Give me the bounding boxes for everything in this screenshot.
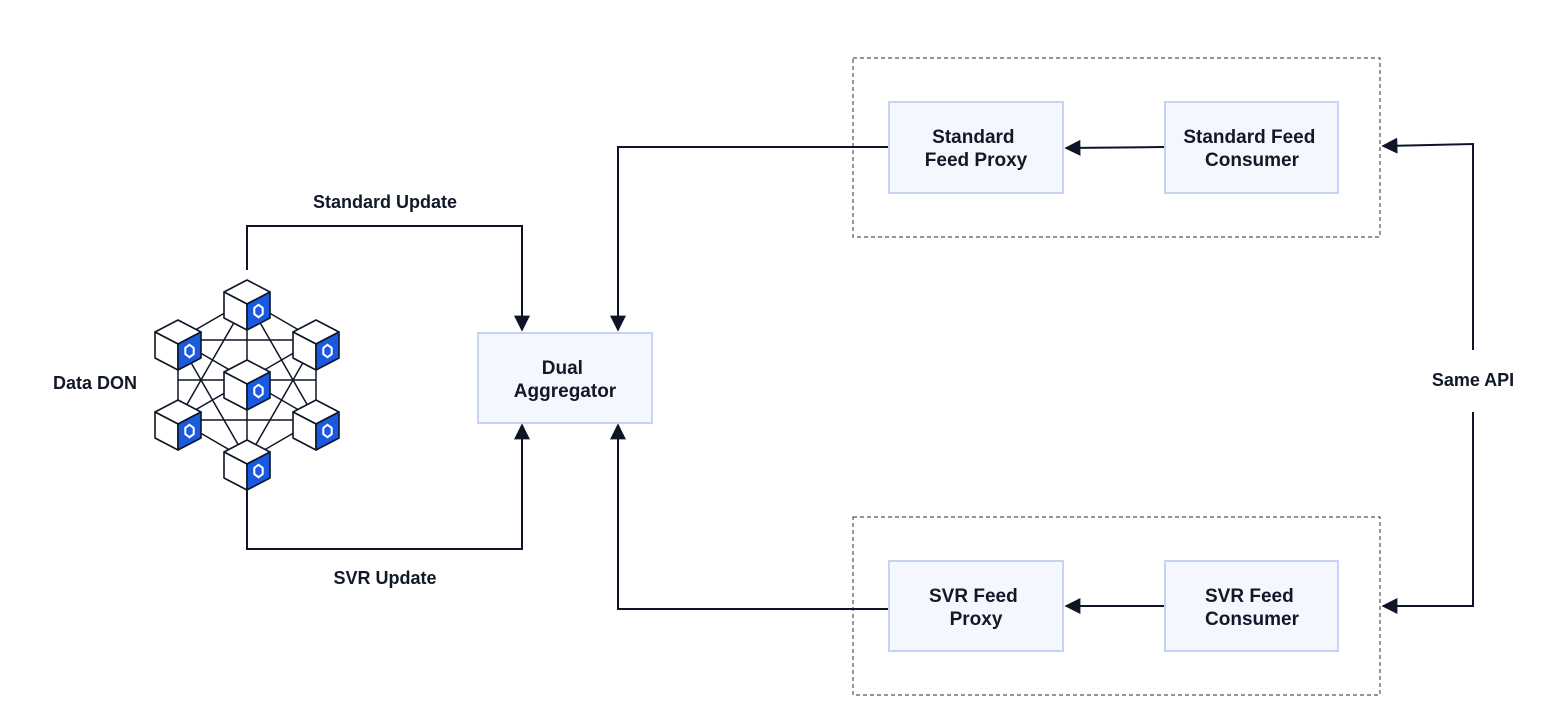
- standard-feed-proxy-label-line1: Standard: [932, 127, 1014, 148]
- standard-feed-consumer-label-line1: Standard Feed: [1183, 127, 1315, 148]
- don-node-cube-icon: [292, 399, 340, 451]
- dual-aggregator-node: Dual Aggregator: [477, 332, 653, 424]
- svr-feed-proxy-label-line2: Proxy: [950, 609, 1003, 630]
- data-don-label: Data DON: [53, 373, 137, 393]
- svr-proxy-to-aggregator-connector: [610, 423, 888, 610]
- don-node-cube-icon: [154, 319, 202, 371]
- standard-feed-group: [852, 57, 1381, 238]
- standard-update-connector: [246, 225, 530, 332]
- same-api-label: Same API: [1432, 370, 1514, 390]
- svr-update-connector: [246, 423, 530, 550]
- don-node-cube-icon: [223, 439, 271, 491]
- standard-feed-consumer-label-line2: Consumer: [1205, 150, 1300, 171]
- chainlink-don-network-icon: [154, 279, 340, 491]
- don-node-cube-icon: [154, 399, 202, 451]
- standard-proxy-to-aggregator-connector: [610, 146, 888, 332]
- same-api-to-svr-connector: [1381, 412, 1474, 614]
- svr-feed-consumer-node: SVR Feed Consumer: [1164, 560, 1339, 652]
- svr-feed-proxy-label-line1: SVR Feed: [929, 586, 1018, 607]
- svr-feed-consumer-label-line2: Consumer: [1205, 609, 1300, 630]
- svr-feed-group: [852, 516, 1381, 696]
- svg-text:SVR Feed Consumer: SVR Feed Consumer: [1205, 586, 1300, 630]
- standard-feed-proxy-node: Standard Feed Proxy: [888, 101, 1064, 194]
- standard-update-label: Standard Update: [313, 192, 457, 212]
- standard-feed-proxy-label-line2: Feed Proxy: [925, 150, 1028, 171]
- dual-aggregator-label-line1: Dual: [542, 358, 583, 379]
- standard-feed-consumer-node: Standard Feed Consumer: [1164, 101, 1339, 194]
- dual-aggregator-label-line2: Aggregator: [514, 381, 617, 402]
- svr-update-label: SVR Update: [333, 568, 436, 588]
- same-api-to-standard-connector: [1381, 137, 1474, 350]
- svg-text:Standard Feed Consumer: Standard Feed Consumer: [1183, 127, 1320, 171]
- standard-consumer-to-proxy-connector: [1064, 139, 1165, 156]
- don-node-cube-icon: [223, 359, 271, 411]
- svg-text:SVR Feed Proxy: SVR Feed Proxy: [929, 586, 1023, 630]
- don-node-cube-icon: [292, 319, 340, 371]
- svr-feed-consumer-label-line1: SVR Feed: [1205, 586, 1294, 607]
- don-node-cube-icon: [223, 279, 271, 331]
- svg-text:Dual Aggregator: Dual Aggregator: [514, 358, 617, 402]
- svg-text:Standard Feed Proxy: Standard Feed Proxy: [925, 127, 1028, 171]
- svr-feed-proxy-node: SVR Feed Proxy: [888, 560, 1064, 652]
